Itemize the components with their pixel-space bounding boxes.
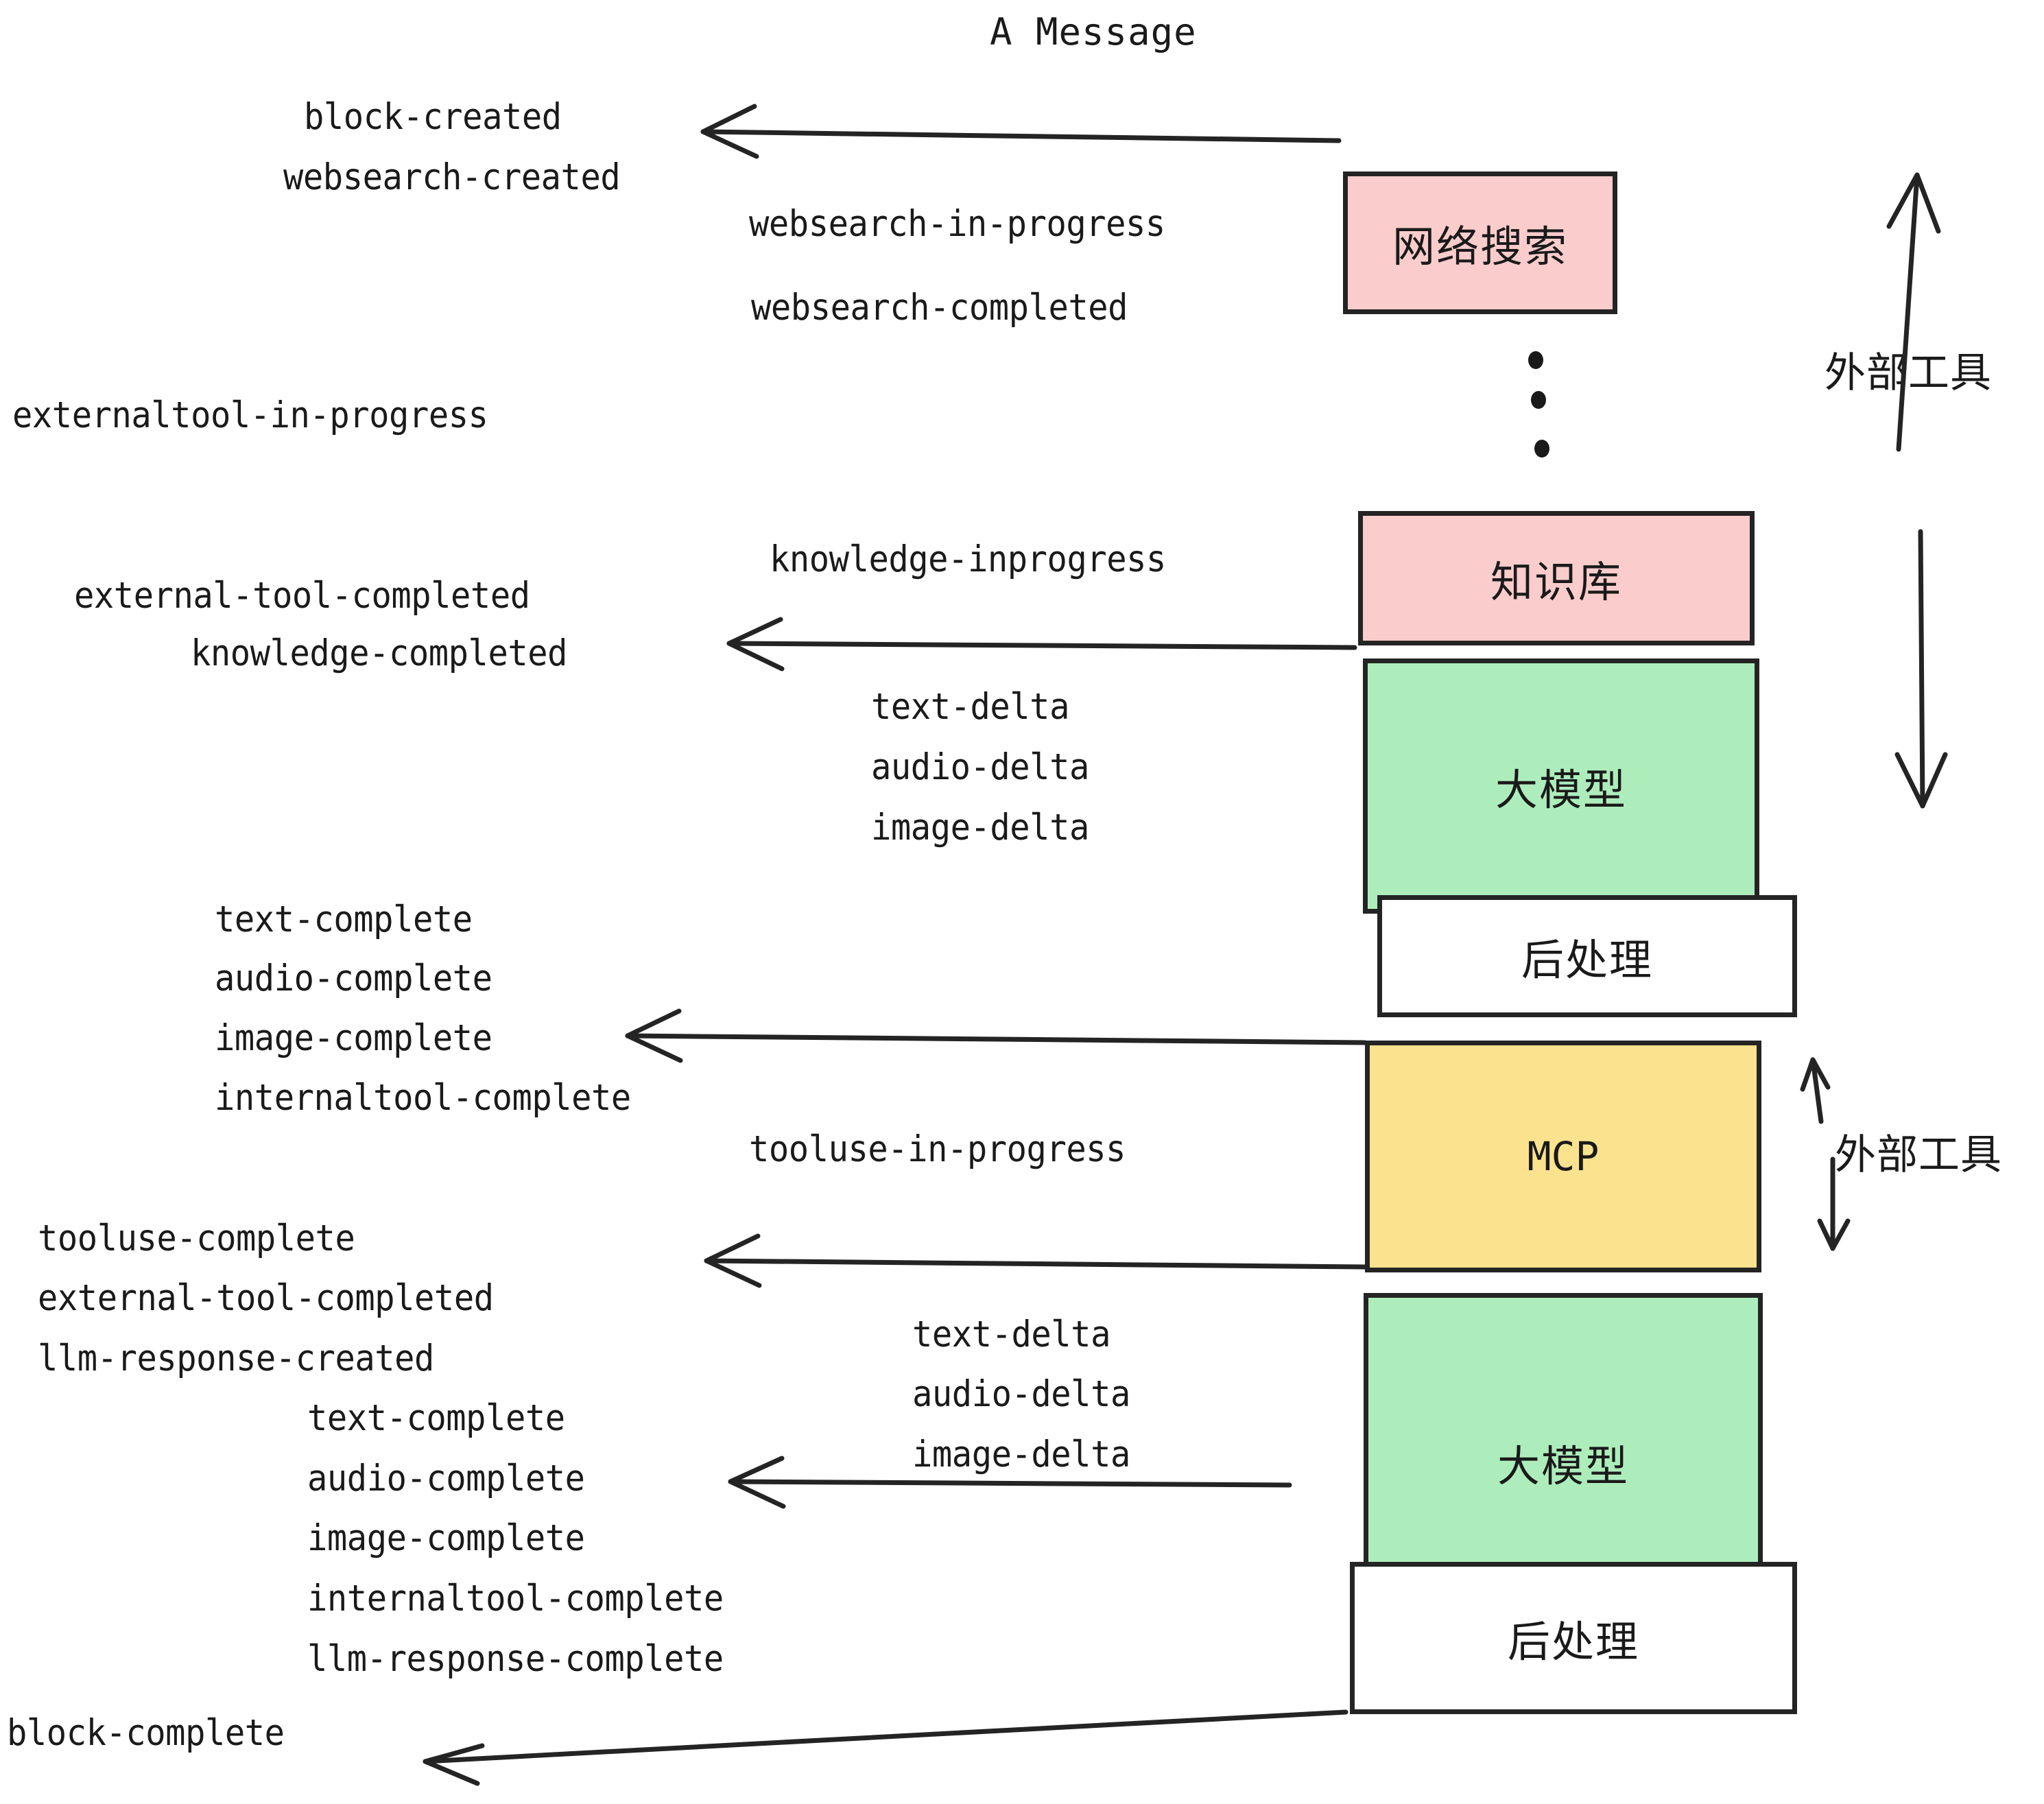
event-label-llm-response-complete: llm-response-complete bbox=[307, 1638, 724, 1680]
box-llm-top[interactable]: 大模型 bbox=[1363, 658, 1759, 914]
event-label-websearch-completed: websearch-completed bbox=[751, 287, 1128, 329]
event-label-audio-complete-top: audio-complete bbox=[215, 958, 492, 999]
event-label-audio-delta-top: audio-delta bbox=[871, 746, 1089, 788]
event-label-external-tool-completed-2: external-tool-completed bbox=[38, 1277, 494, 1319]
box-knowledge-label: 知识库 bbox=[1490, 557, 1622, 607]
arrowhead-mcp-to-tooluse-complete bbox=[704, 1233, 762, 1288]
event-label-tooluse-in-progress: tooluse-in-progress bbox=[749, 1128, 1126, 1170]
box-postprocess-bottom-label: 后处理 bbox=[1507, 1617, 1639, 1667]
box-mcp[interactable]: MCP bbox=[1365, 1041, 1761, 1272]
box-postprocess-top[interactable]: 后处理 bbox=[1377, 895, 1797, 1017]
arrow-mcp-to-tooluse-complete bbox=[704, 1258, 1368, 1270]
event-label-external-tool-completed: external-tool-completed bbox=[74, 575, 530, 617]
ellipsis-dot bbox=[1528, 351, 1543, 369]
event-label-text-complete-bottom: text-complete bbox=[307, 1397, 565, 1439]
ellipsis-dot bbox=[1534, 440, 1549, 458]
box-llm-bottom-label: 大模型 bbox=[1497, 1441, 1629, 1491]
event-label-knowledge-completed: knowledge-completed bbox=[191, 632, 568, 674]
box-websearch-label: 网络搜索 bbox=[1392, 222, 1568, 272]
arrowhead-postprocess-to-image-complete bbox=[625, 1008, 683, 1063]
ellipsis-dot bbox=[1531, 391, 1546, 409]
event-label-internaltool-complete-bottom: internaltool-complete bbox=[307, 1578, 724, 1619]
arrowhead-websearch-to-created bbox=[700, 104, 759, 159]
event-label-text-delta-bottom: text-delta bbox=[912, 1314, 1110, 1355]
arrowhead-external-tool-bottom-down bbox=[1817, 1218, 1851, 1251]
event-label-block-complete: block-complete bbox=[7, 1712, 285, 1754]
arrow-websearch-to-created bbox=[700, 129, 1342, 143]
arrowhead-llm-to-audio-complete bbox=[728, 1456, 786, 1509]
box-llm-top-label: 大模型 bbox=[1495, 765, 1627, 815]
event-label-internaltool-complete-top: internaltool-complete bbox=[215, 1077, 631, 1119]
event-label-block-created: block-created bbox=[304, 96, 562, 138]
arrow-postprocess-to-image-complete bbox=[625, 1033, 1368, 1045]
event-label-image-complete-top: image-complete bbox=[215, 1017, 492, 1059]
event-label-image-delta-bottom: image-delta bbox=[912, 1434, 1130, 1475]
event-label-llm-response-created: llm-response-created bbox=[38, 1338, 434, 1379]
arrowhead-external-tool-top-up bbox=[1886, 172, 1941, 234]
event-label-tooluse-complete: tooluse-complete bbox=[38, 1218, 355, 1259]
arrowhead-knowledge-to-completed bbox=[726, 617, 785, 672]
event-label-externaltool-in-progress: externaltool-in-progress bbox=[12, 394, 488, 436]
arrowhead-external-tool-top-down bbox=[1894, 752, 1948, 809]
box-knowledge[interactable]: 知识库 bbox=[1358, 511, 1755, 645]
event-label-knowledge-inprogress: knowledge-inprogress bbox=[770, 538, 1166, 580]
arrow-llm-to-audio-complete bbox=[728, 1479, 1292, 1488]
event-label-image-delta-top: image-delta bbox=[871, 807, 1089, 848]
arrow-postprocess-to-block-complete bbox=[423, 1709, 1348, 1764]
page-title: A Message bbox=[990, 10, 1197, 54]
event-label-audio-complete-bottom: audio-complete bbox=[307, 1458, 585, 1499]
box-postprocess-top-label: 后处理 bbox=[1521, 935, 1653, 985]
arrowhead-external-tool-bottom-up bbox=[1800, 1057, 1831, 1092]
event-label-audio-delta-bottom: audio-delta bbox=[912, 1373, 1130, 1415]
box-websearch[interactable]: 网络搜索 bbox=[1343, 171, 1617, 314]
event-label-text-complete-top: text-complete bbox=[215, 899, 473, 940]
event-label-websearch-in-progress: websearch-in-progress bbox=[749, 203, 1165, 245]
event-label-text-delta-top: text-delta bbox=[871, 686, 1069, 728]
arrow-external-tool-top-up bbox=[1896, 172, 1920, 452]
box-mcp-label: MCP bbox=[1527, 1133, 1600, 1180]
side-label-external-tool-top: 外部工具 bbox=[1825, 349, 1992, 397]
arrowhead-postprocess-to-block-complete bbox=[423, 1743, 485, 1786]
side-label-external-tool-bottom: 外部工具 bbox=[1835, 1131, 2002, 1179]
arrow-external-tool-top-down bbox=[1918, 529, 1925, 809]
arrow-knowledge-to-completed bbox=[726, 641, 1357, 650]
event-label-websearch-created: websearch-created bbox=[283, 156, 621, 198]
event-label-image-complete-bottom: image-complete bbox=[307, 1517, 585, 1559]
box-postprocess-bottom[interactable]: 后处理 bbox=[1350, 1562, 1797, 1714]
arrow-external-tool-bottom-up bbox=[1810, 1057, 1824, 1124]
